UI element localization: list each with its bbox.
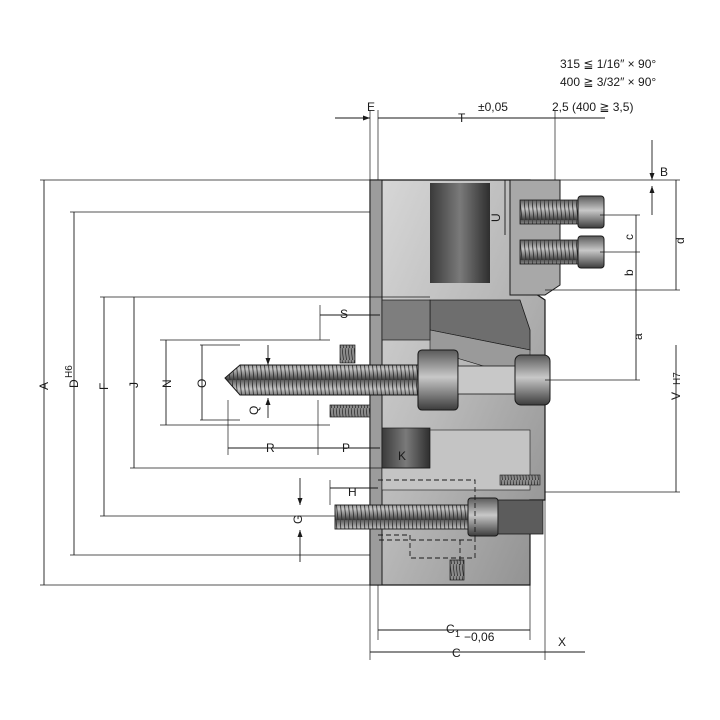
label-F: F	[97, 383, 111, 390]
notes: 315 ≦ 1/16″ × 90° 400 ≧ 3/32″ × 90° 2,5 …	[552, 57, 656, 114]
label-S: S	[340, 307, 348, 321]
label-V-tolerance: H7	[672, 372, 683, 385]
label-E: E	[367, 100, 375, 114]
dimension-labels: E T ±0,05 B U c b d a S A D H6 F J N O Q…	[37, 100, 687, 660]
label-Q: Q	[247, 406, 261, 415]
label-T-tolerance: ±0,05	[478, 100, 508, 114]
label-d: d	[673, 237, 687, 244]
label-O: O	[195, 379, 209, 388]
chamfer-note-315: 315 ≦ 1/16″ × 90°	[560, 57, 656, 71]
label-U: U	[489, 213, 503, 222]
label-A: A	[37, 382, 51, 390]
k-block	[381, 427, 431, 469]
label-T: T	[458, 111, 466, 125]
label-N: N	[160, 379, 174, 388]
label-D: D	[67, 379, 81, 388]
label-C: C	[452, 646, 461, 660]
label-K: K	[398, 449, 406, 463]
cap-screws	[519, 195, 605, 269]
hidden-lines	[378, 479, 476, 565]
label-b: b	[622, 269, 636, 276]
label-C1: C	[446, 622, 455, 636]
chamfer-note-400: 400 ≧ 3/32″ × 90°	[560, 75, 656, 89]
label-R: R	[266, 441, 275, 455]
draw-bolt	[224, 344, 551, 418]
label-P: P	[342, 441, 350, 455]
label-a: a	[631, 333, 645, 340]
dimension-lines	[40, 110, 680, 660]
label-C1-subscript: 1	[455, 629, 460, 639]
mounting-bolt	[334, 474, 544, 581]
mounting-plate	[509, 179, 561, 296]
label-c: c	[622, 234, 636, 240]
label-H: H	[348, 485, 357, 499]
jaw-slot	[430, 183, 490, 283]
label-X: X	[558, 635, 566, 649]
label-D-tolerance: H6	[64, 365, 75, 378]
chamfer-note-size: 2,5 (400 ≧ 3,5)	[552, 100, 633, 114]
label-B: B	[660, 165, 668, 179]
label-C1-tolerance: −0,06	[464, 630, 495, 644]
label-G: G	[291, 515, 305, 524]
label-J: J	[127, 382, 141, 388]
upper-bore-block	[381, 299, 431, 341]
label-V: V	[669, 392, 683, 400]
